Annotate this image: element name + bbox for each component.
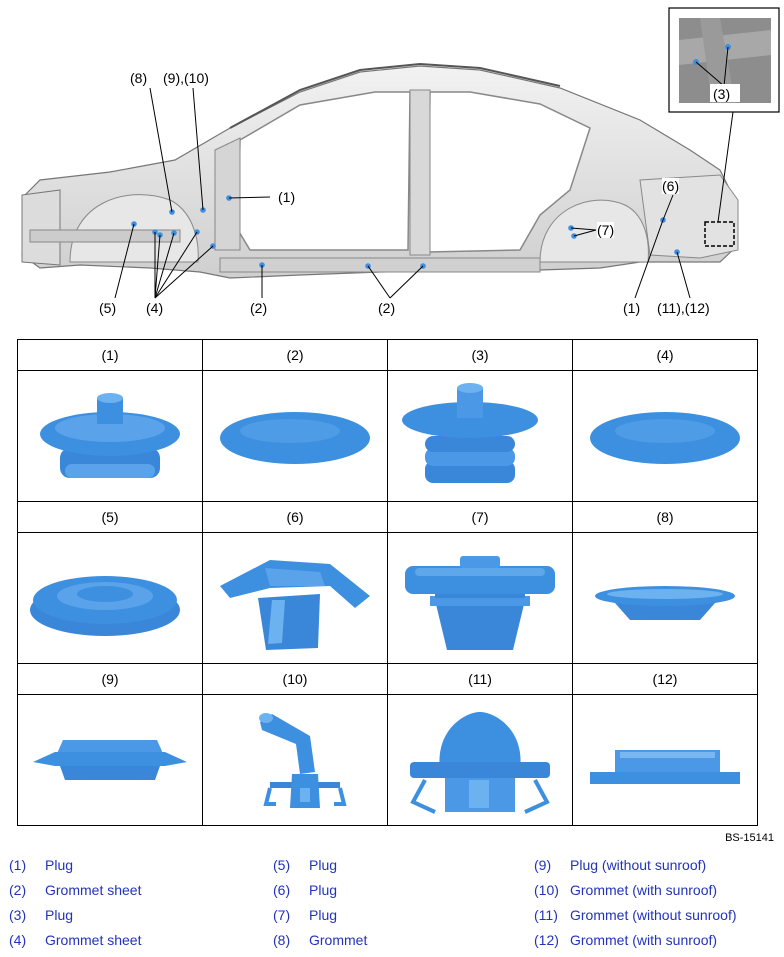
- part-image-6: [203, 533, 388, 664]
- a-pillar: [215, 138, 240, 250]
- front-frame: [22, 190, 60, 265]
- b-pillar: [410, 90, 430, 255]
- callout-3-inset: (3): [713, 86, 730, 102]
- legend-number: (11): [534, 906, 570, 924]
- part-image-10: [203, 695, 388, 826]
- legend-item: (12)Grommet (with sunroof): [534, 931, 737, 956]
- legend-item: (6)Plug: [273, 881, 367, 906]
- part-image-5: [18, 533, 203, 664]
- callout-1-rear: (1): [623, 300, 640, 316]
- legend-number: (3): [9, 906, 45, 924]
- legend-item: (11)Grommet (without sunroof): [534, 906, 737, 931]
- legend-label: Grommet (with sunroof): [570, 882, 717, 898]
- part-image-8: [573, 533, 758, 664]
- legend-item: (10)Grommet (with sunroof): [534, 881, 737, 906]
- table-header-cell: (10): [203, 664, 388, 695]
- rocker-sill: [220, 258, 540, 272]
- callout-11-12: (11),(12): [657, 300, 710, 316]
- legend-label: Plug: [45, 857, 73, 873]
- legend-column-3: (9)Plug (without sunroof) (10)Grommet (w…: [534, 856, 737, 956]
- legend-label: Grommet (without sunroof): [570, 907, 737, 923]
- legend-label: Grommet sheet: [45, 932, 141, 948]
- table-header-cell: (8): [573, 502, 758, 533]
- part-image-9: [18, 695, 203, 826]
- legend-number: (1): [9, 856, 45, 874]
- legend-number: (10): [534, 881, 570, 899]
- part-image-12: [573, 695, 758, 826]
- part-image-4: [573, 371, 758, 502]
- legend-number: (4): [9, 931, 45, 949]
- table-header-cell: (11): [388, 664, 573, 695]
- legend-number: (9): [534, 856, 570, 874]
- legend-label: Plug: [45, 907, 73, 923]
- legend-item: (4)Grommet sheet: [9, 931, 141, 956]
- table-header-cell: (1): [18, 340, 203, 371]
- legend-label: Plug: [309, 882, 337, 898]
- legend-column-1: (1)Plug (2)Grommet sheet (3)Plug (4)Grom…: [9, 856, 141, 956]
- table-header-cell: (7): [388, 502, 573, 533]
- car-body-diagram: [0, 0, 784, 330]
- table-header-cell: (9): [18, 664, 203, 695]
- legend-number: (6): [273, 881, 309, 899]
- legend-item: (1)Plug: [9, 856, 141, 881]
- table-header-cell: (5): [18, 502, 203, 533]
- legend-column-2: (5)Plug (6)Plug (7)Plug (8)Grommet: [273, 856, 367, 956]
- legend-item: (9)Plug (without sunroof): [534, 856, 737, 881]
- legend-number: (2): [9, 881, 45, 899]
- callout-6: (6): [662, 178, 679, 194]
- legend-label: Grommet (with sunroof): [570, 932, 717, 948]
- table-header-cell: (4): [573, 340, 758, 371]
- part-image-7: [388, 533, 573, 664]
- callout-4: (4): [146, 300, 163, 316]
- legend-label: Grommet sheet: [45, 882, 141, 898]
- figure-reference-code: BS-15141: [725, 832, 774, 844]
- legend-number: (7): [273, 906, 309, 924]
- table-header-cell: (3): [388, 340, 573, 371]
- callout-1-front: (1): [278, 189, 295, 205]
- legend-label: Plug (without sunroof): [570, 857, 706, 873]
- part-image-3: [388, 371, 573, 502]
- table-header-cell: (6): [203, 502, 388, 533]
- legend-item: (8)Grommet: [273, 931, 367, 956]
- table-header-cell: (12): [573, 664, 758, 695]
- part-image-2: [203, 371, 388, 502]
- part-image-1: [18, 371, 203, 502]
- callout-7: (7): [597, 222, 614, 238]
- table-header-cell: (2): [203, 340, 388, 371]
- legend-item: (3)Plug: [9, 906, 141, 931]
- legend-item: (7)Plug: [273, 906, 367, 931]
- legend-label: Plug: [309, 907, 337, 923]
- legend-label: Grommet: [309, 932, 367, 948]
- legend-item: (5)Plug: [273, 856, 367, 881]
- callout-2-left: (2): [250, 300, 267, 316]
- callout-2-right: (2): [378, 300, 395, 316]
- legend-label: Plug: [309, 857, 337, 873]
- callout-5: (5): [99, 300, 116, 316]
- legend-item: (2)Grommet sheet: [9, 881, 141, 906]
- callout-9-10: (9),(10): [163, 70, 209, 86]
- legend-number: (5): [273, 856, 309, 874]
- parts-table: (1) (2) (3) (4): [17, 339, 758, 826]
- callout-8: (8): [130, 70, 147, 86]
- legend-number: (12): [534, 931, 570, 949]
- part-image-11: [388, 695, 573, 826]
- legend-number: (8): [273, 931, 309, 949]
